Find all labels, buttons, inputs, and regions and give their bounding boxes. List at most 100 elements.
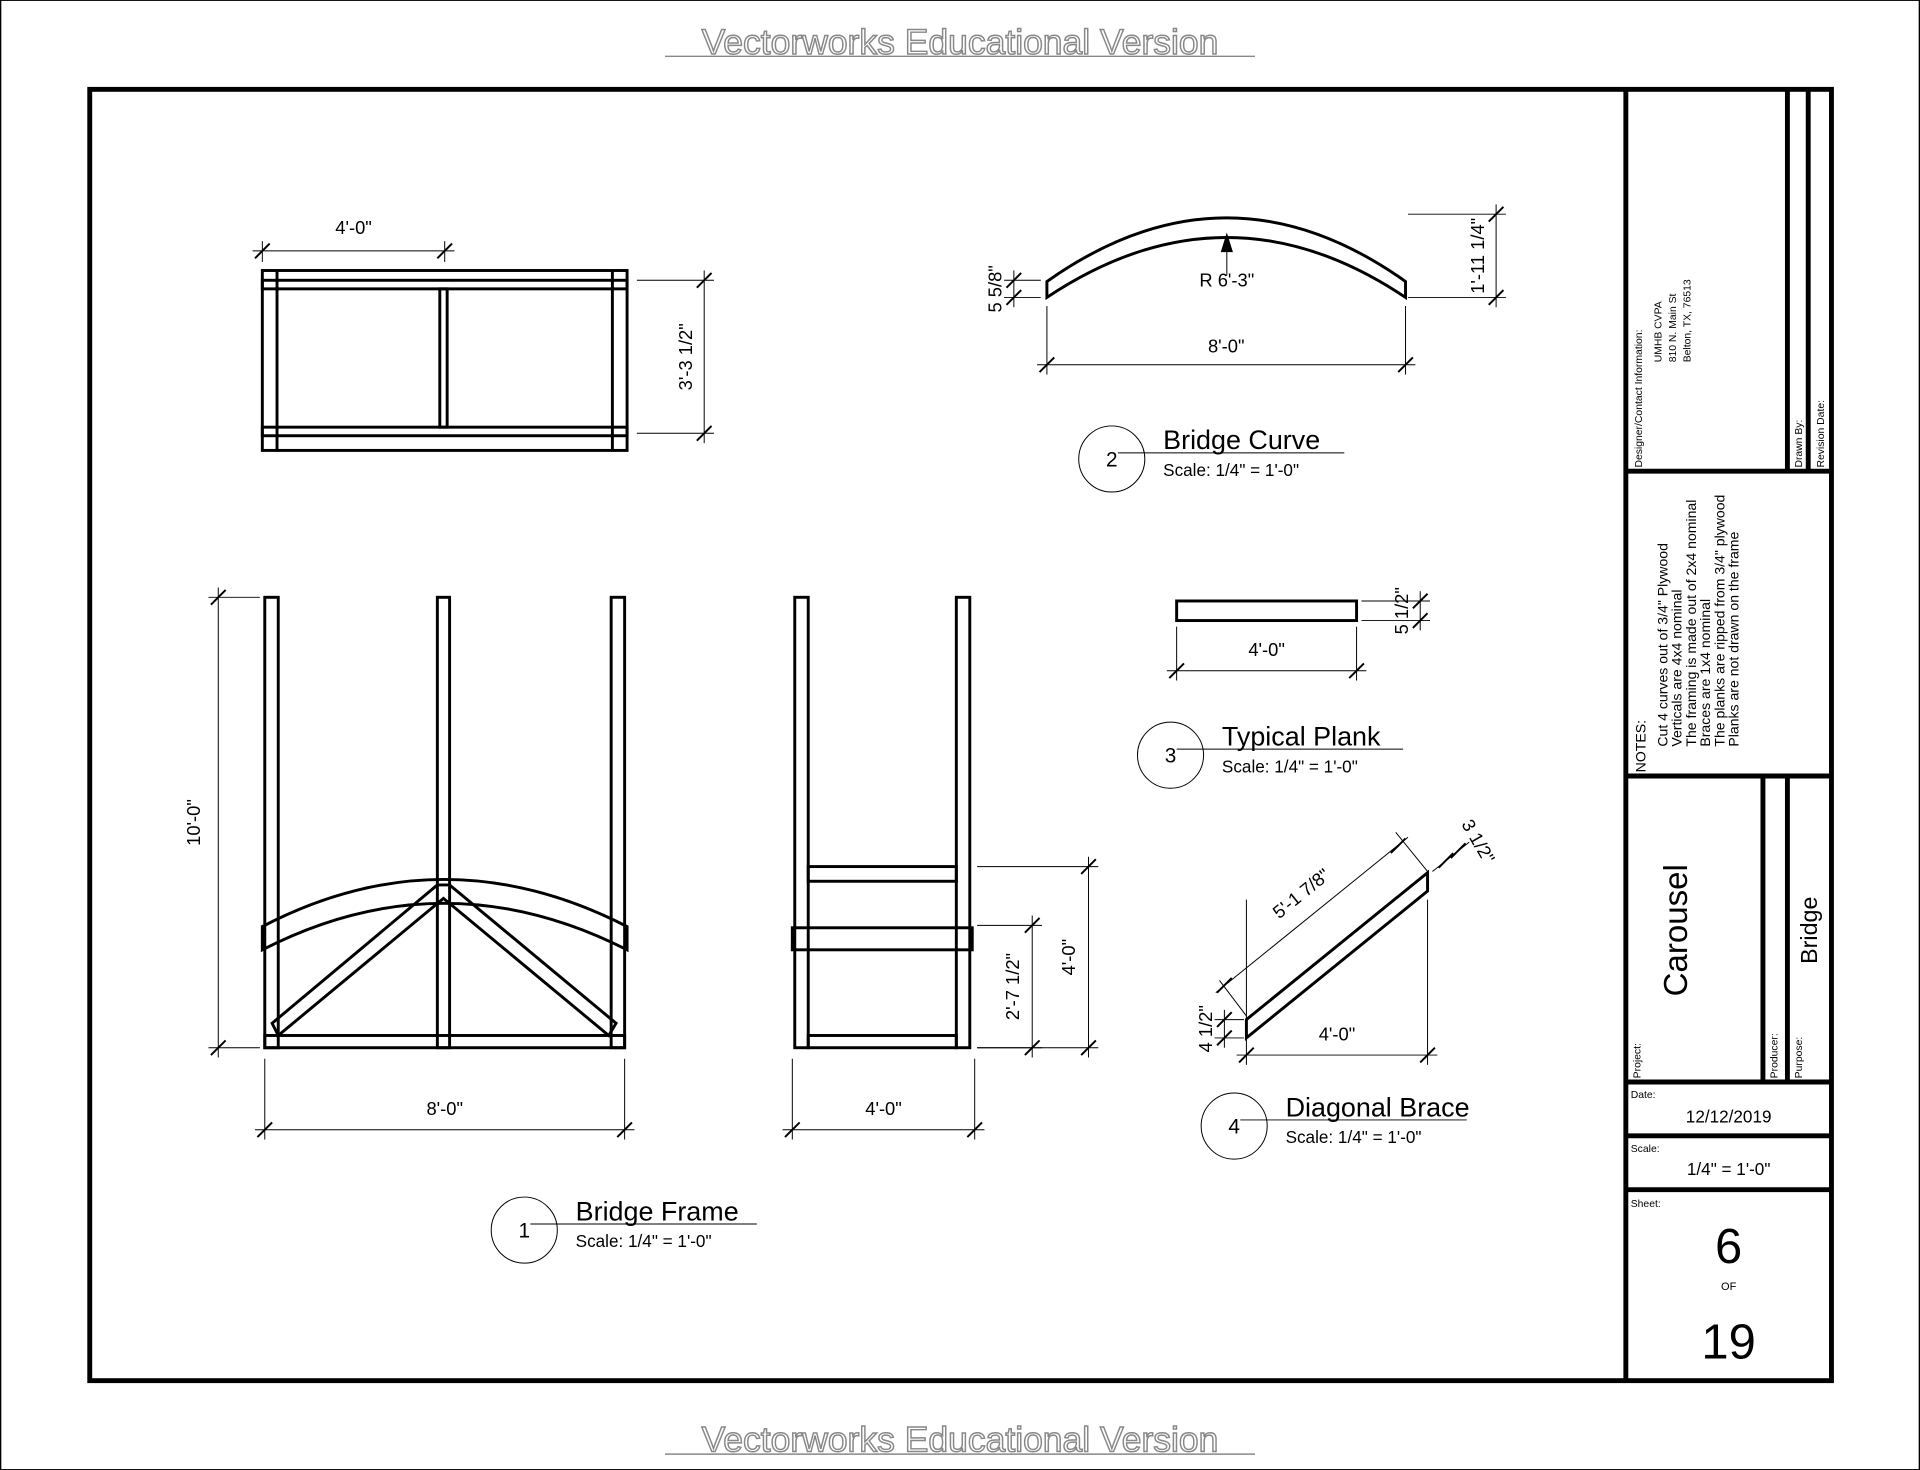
bottom-rail <box>806 1034 958 1050</box>
dim-label: 4'-0" <box>335 217 372 238</box>
revision-date-label: Revision Date: <box>1816 400 1827 468</box>
sheet-of: OF <box>1721 1281 1737 1293</box>
dim-label: 4 1/2" <box>1195 1005 1216 1052</box>
scale-value: 1/4" = 1'-0" <box>1687 1159 1771 1179</box>
designer-label: Designer/Contact Information: <box>1634 330 1645 468</box>
dim-tick <box>966 1121 983 1138</box>
dim-label: 1'-11 1/4" <box>1467 218 1488 294</box>
view-title: Bridge Frame <box>576 1196 739 1226</box>
date-value: 12/12/2019 <box>1686 1106 1772 1126</box>
dim-label: 8'-0" <box>1208 336 1245 357</box>
dim-label: 10'-0" <box>183 799 204 846</box>
note-item: Cut 4 curves out of 3/4" Plywood <box>1654 543 1670 747</box>
dim-tick <box>1038 356 1055 373</box>
dim-tick <box>254 242 271 259</box>
bridge-frame-front-view <box>260 595 629 1050</box>
sheet-label: Sheet: <box>1631 1199 1661 1210</box>
curve-edge <box>790 926 974 952</box>
plank-shape <box>1175 599 1359 623</box>
dim-label: 5 5/8" <box>985 265 1006 312</box>
dim-label: 8'-0" <box>426 1098 463 1119</box>
dim-tick <box>696 425 713 442</box>
purpose-value: Bridge <box>1796 897 1822 964</box>
view-scale: Scale: 1/4" = 1'-0" <box>1163 460 1299 480</box>
diagonal-braces <box>270 883 618 1038</box>
dim-tick <box>784 1121 801 1138</box>
curve-shape <box>260 877 629 953</box>
dim-tick <box>1005 272 1022 289</box>
view-number: 3 <box>1165 745 1177 768</box>
view-number: 1 <box>518 1219 530 1242</box>
dim-tick <box>1216 977 1233 994</box>
title-block: Designer/Contact Information: UMHB CVPA … <box>1623 89 1832 1381</box>
dim-label: 4'-0" <box>1319 1023 1356 1044</box>
note-item: The framing is made out of 2x4 nominal <box>1683 500 1699 747</box>
dim-tick <box>616 1121 633 1138</box>
view-number-circle <box>1078 425 1146 493</box>
curve-shape <box>1045 216 1407 301</box>
dim-tick <box>1488 206 1505 223</box>
dim-label: 2'-7 1/2" <box>1002 953 1023 1020</box>
arrow-icon <box>1220 232 1233 253</box>
dim-tick <box>1488 289 1505 306</box>
dim-label: 4'-0" <box>1248 639 1285 660</box>
note-item: Verticals are 4x4 nominal <box>1669 590 1685 747</box>
dim-label: R 6'-3" <box>1199 269 1254 290</box>
dim-tick <box>210 589 227 606</box>
note-item: The planks are ripped from 3/4" plywood <box>1711 495 1727 747</box>
view-number-circle <box>1200 1092 1268 1160</box>
view-scale: Scale: 1/4" = 1'-0" <box>576 1231 712 1251</box>
dim-tick <box>1005 289 1022 306</box>
drawn-by-label: Drawn By: <box>1794 420 1805 468</box>
dim-line <box>1215 836 1409 994</box>
dim-tick <box>696 272 713 289</box>
sheet-border <box>87 86 1834 1384</box>
dim-tick <box>1348 662 1365 679</box>
dim-label: 4'-0" <box>865 1098 902 1119</box>
dimension-lines: 4'-0" 3'-3 1/2" 8'-0" 5 5/8" 1'-11 1/4" 4'-0"… <box>183 204 1506 1140</box>
view-title: Typical Plank <box>1222 721 1381 751</box>
bridge-curve-view: R 6'-3" <box>1045 216 1407 301</box>
project-name: Carousel <box>1658 864 1695 996</box>
dim-tick <box>1024 917 1041 934</box>
dim-tick <box>1450 842 1467 859</box>
post <box>954 595 972 1050</box>
purpose-label: Purpose: <box>1794 1037 1805 1079</box>
date-label: Date: <box>1631 1090 1656 1101</box>
post <box>793 595 810 1050</box>
designer-line: Belton, TX, 76513 <box>1683 279 1694 362</box>
notes-list: Cut 4 curves out of 3/4" PlywoodVertical… <box>1654 495 1741 747</box>
dim-tick <box>1412 612 1429 629</box>
frame-rail <box>438 287 449 429</box>
bottom-rail <box>263 1034 627 1050</box>
extension-line <box>1219 980 1247 1017</box>
sheet-number: 6 <box>1715 1220 1742 1274</box>
notes-label: NOTES: <box>1632 720 1648 772</box>
view-scale: Scale: 1/4" = 1'-0" <box>1222 756 1358 776</box>
view-scale: Scale: 1/4" = 1'-0" <box>1286 1127 1422 1147</box>
dim-tick <box>436 242 453 259</box>
extension-line <box>1395 831 1428 872</box>
dim-tick <box>1080 1039 1097 1056</box>
view-number-circle <box>490 1196 558 1264</box>
dim-label: 3'-3 1/2" <box>675 323 696 390</box>
dim-tick <box>1412 592 1429 610</box>
dim-tick <box>1238 1047 1255 1064</box>
view-number-circle <box>1136 721 1205 789</box>
dim-tick <box>1419 1047 1436 1064</box>
dim-tick <box>1168 662 1185 679</box>
project-label: Project: <box>1633 1043 1644 1078</box>
dim-tick <box>1397 356 1414 373</box>
view-title: Bridge Curve <box>1163 425 1320 455</box>
view-number: 4 <box>1228 1115 1240 1138</box>
dim-tick <box>1216 1029 1233 1046</box>
note-item: Braces are 1x4 nominal <box>1697 599 1713 747</box>
designer-line: UMHB CVPA <box>1653 301 1664 362</box>
designer-line: 810 N. Main St <box>1668 293 1679 362</box>
view-title: Diagonal Brace <box>1286 1092 1470 1122</box>
note-item: Planks are not drawn on the frame <box>1725 531 1741 746</box>
sheet-total: 19 <box>1701 1316 1755 1370</box>
dim-tick <box>1216 1011 1233 1028</box>
